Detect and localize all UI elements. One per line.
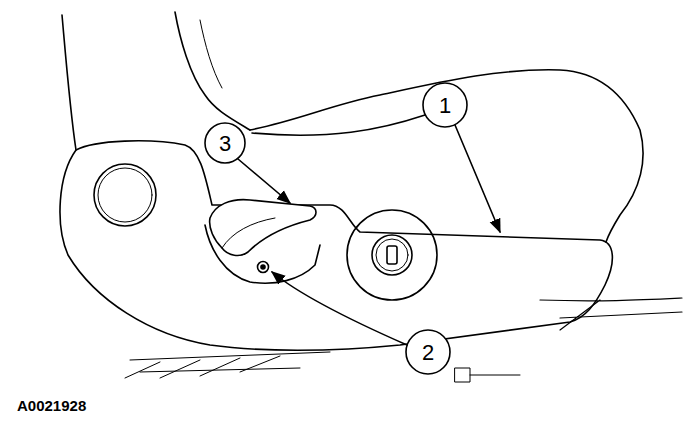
figure-number: A0021928 <box>17 398 86 413</box>
callout-number: 1 <box>439 95 451 117</box>
callout-circle <box>406 330 450 374</box>
seat-back-edge <box>62 15 76 150</box>
recliner-pivot <box>94 164 156 226</box>
seat-rail <box>540 298 682 330</box>
knob-slot <box>387 246 397 264</box>
height-knob <box>347 210 437 300</box>
knob-center <box>372 235 412 275</box>
screw <box>258 262 269 273</box>
knob-center-inner <box>376 239 408 271</box>
leader-line <box>238 159 290 203</box>
seat-back-front <box>175 12 250 130</box>
floor-hatch <box>125 352 330 378</box>
leader-line <box>252 115 425 135</box>
leader-line <box>455 125 500 232</box>
screw-head <box>261 265 265 269</box>
callout-circle <box>423 83 467 127</box>
leader-line <box>272 272 407 345</box>
recliner-handle <box>210 200 316 256</box>
clip <box>455 368 520 382</box>
callout-number: 3 <box>219 133 231 155</box>
recliner-pivot-inner <box>98 168 152 222</box>
handle-edge <box>222 218 275 248</box>
seat-back-seam <box>200 20 222 88</box>
callout-number: 2 <box>422 342 434 364</box>
side-shield <box>60 141 612 350</box>
callout-circle <box>205 123 245 163</box>
